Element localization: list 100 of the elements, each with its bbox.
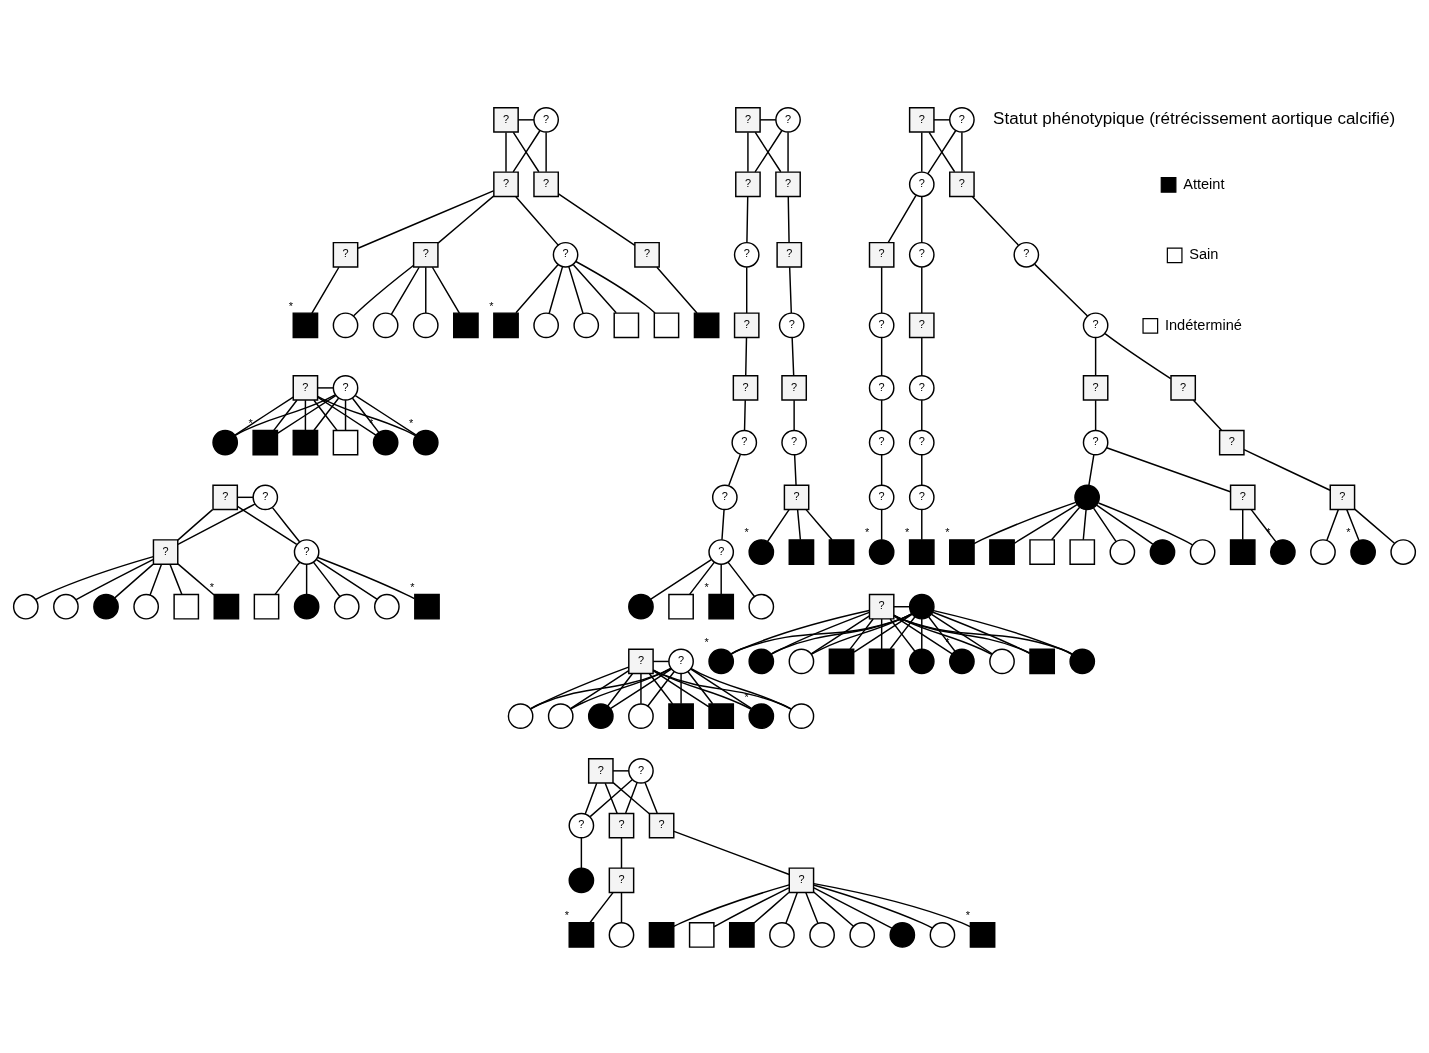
connector xyxy=(730,613,913,655)
connector xyxy=(236,505,298,546)
connector xyxy=(813,887,893,929)
connector xyxy=(1326,508,1340,542)
connector xyxy=(610,668,672,710)
connector xyxy=(316,395,417,437)
connector xyxy=(1250,508,1277,543)
node-circle xyxy=(372,429,399,456)
node-box: ? xyxy=(908,312,935,339)
node-circle xyxy=(1269,539,1296,565)
connector xyxy=(1094,336,1097,377)
connector xyxy=(687,671,714,705)
connector xyxy=(169,563,183,596)
node-circle xyxy=(748,703,775,730)
node-circle: ? xyxy=(868,429,895,456)
connector xyxy=(1088,454,1095,486)
node-circle xyxy=(769,922,795,948)
node-circle xyxy=(708,648,735,675)
connector xyxy=(317,556,416,600)
node-box xyxy=(493,312,519,339)
node-circle: ? xyxy=(668,648,694,675)
connector xyxy=(680,673,682,705)
connector xyxy=(517,119,535,121)
connector xyxy=(921,196,923,244)
node-box: ? xyxy=(775,171,801,198)
connector xyxy=(274,561,301,596)
connector xyxy=(921,266,923,314)
connector xyxy=(273,399,298,432)
connector xyxy=(688,561,715,596)
node-circle xyxy=(1069,648,1096,675)
node-circle: ? xyxy=(908,241,935,268)
connector xyxy=(932,609,1073,655)
node-label: * xyxy=(744,526,749,539)
connector xyxy=(727,561,756,598)
connector xyxy=(652,669,752,710)
node-circle: ? xyxy=(552,241,579,268)
node-box xyxy=(173,593,200,620)
connector xyxy=(315,558,378,600)
node-label: * xyxy=(704,581,709,594)
connector xyxy=(656,266,698,314)
connector xyxy=(570,667,672,710)
node-circle xyxy=(748,593,775,620)
connector xyxy=(1105,447,1232,493)
connector xyxy=(743,399,746,432)
node-label: * xyxy=(1266,526,1271,539)
connector xyxy=(612,770,630,772)
node-box xyxy=(828,648,855,675)
connector xyxy=(1034,263,1089,317)
node-circle: ? xyxy=(1082,429,1109,456)
node-circle xyxy=(889,922,916,948)
connector xyxy=(1242,508,1244,541)
node-circle xyxy=(849,922,876,948)
connector xyxy=(1097,502,1194,546)
node-box: ? xyxy=(608,867,635,894)
node-circle xyxy=(93,593,119,620)
legend-label: Indéterminé xyxy=(1164,316,1242,333)
connector xyxy=(569,669,630,710)
connector xyxy=(973,501,1077,545)
node-box: ? xyxy=(648,812,675,839)
node-box xyxy=(568,922,595,948)
node-circle xyxy=(412,312,439,339)
connector xyxy=(730,609,870,655)
node-circle xyxy=(1310,539,1336,565)
connector xyxy=(390,266,420,316)
connector xyxy=(1243,448,1331,491)
connector xyxy=(557,193,636,247)
connector xyxy=(304,399,307,432)
connector xyxy=(612,781,651,815)
connector xyxy=(880,508,883,541)
connector xyxy=(312,561,341,598)
node-box: ? xyxy=(634,241,660,268)
node-box xyxy=(1069,539,1096,565)
node-box: ? xyxy=(587,757,614,784)
node-box: ? xyxy=(1229,484,1256,511)
connector xyxy=(344,399,347,432)
node-circle: ? xyxy=(775,106,801,133)
node-circle xyxy=(293,593,320,620)
connector xyxy=(673,884,790,928)
connector xyxy=(787,131,789,173)
connector xyxy=(620,891,623,924)
node-box xyxy=(728,922,755,948)
node-box: ? xyxy=(949,171,975,198)
node-circle xyxy=(788,703,815,730)
node-circle xyxy=(628,593,654,620)
node-circle xyxy=(568,867,595,894)
connector xyxy=(933,119,951,121)
node-circle xyxy=(1390,539,1417,565)
node-circle: ? xyxy=(1013,241,1040,268)
connector xyxy=(1082,508,1087,541)
node-circle xyxy=(748,539,775,565)
connector xyxy=(753,891,790,924)
node-label: * xyxy=(704,635,709,648)
connector xyxy=(793,399,795,432)
connector xyxy=(759,119,777,121)
node-circle xyxy=(1350,539,1376,565)
node-circle: ? xyxy=(868,312,895,339)
connector xyxy=(928,616,956,652)
node-box: ? xyxy=(152,539,179,565)
connector xyxy=(1346,508,1360,542)
node-circle xyxy=(333,593,360,620)
